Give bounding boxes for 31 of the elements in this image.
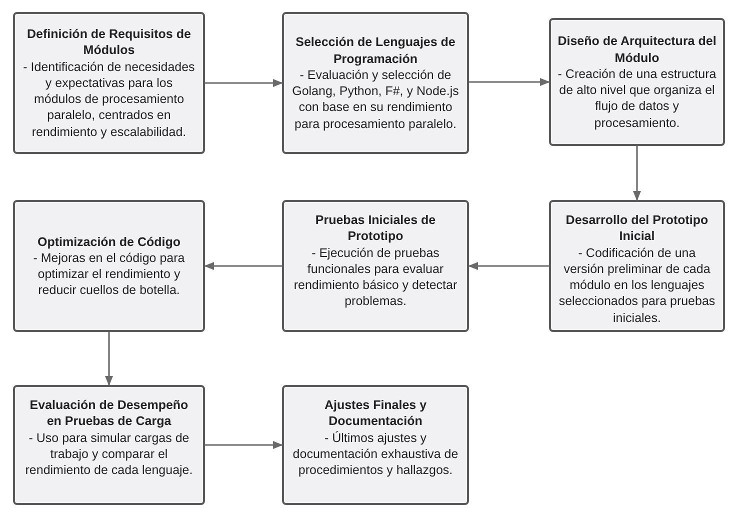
process-box <box>549 18 725 146</box>
process-box <box>282 12 469 154</box>
step-title: Pruebas Iniciales de Prototipo <box>314 212 437 244</box>
arrow <box>105 332 113 386</box>
step-description: - Identificación de necesidades y expectativas para los módulos de procesamiento paralelo, centrados en rendimiento y escalabilidad. <box>22 58 196 140</box>
step-description: - Últimos ajustes y documentación exhaustiva de procedimientos y hallazgos. <box>292 430 460 478</box>
arrow <box>204 262 282 270</box>
process-box <box>282 385 469 505</box>
step-title: Definición de Requisitos de Módulos <box>26 26 192 59</box>
process-box <box>13 12 205 154</box>
process-box <box>282 200 469 332</box>
arrow <box>469 78 550 86</box>
step-title: Selección de Lenguajes de Programación <box>294 34 456 67</box>
step-title: Ajustes Finales y Documentación <box>323 397 428 430</box>
process-box <box>549 200 725 332</box>
step-description: - Evaluación y selección de Golang, Python, F#, y Node.js con base en su rendimiento para procesamiento paralelo. <box>291 66 460 132</box>
step-description: - Mejoras en el código para optimizar el rendimiento y reducir cuellos de botella. <box>32 250 186 298</box>
arrow <box>205 79 283 87</box>
step-title: Desarrollo del Prototipo Inicial <box>564 212 710 244</box>
step-title: Optimización de Código <box>37 234 181 250</box>
process-box <box>13 385 205 505</box>
process-box <box>13 200 205 332</box>
step-description: - Creación de una estructura de alto nivel que organiza el flujo de datos y procesamiento. <box>557 66 717 131</box>
arrow <box>633 146 641 201</box>
step-title: Diseño de Arquitectura del Módulo <box>557 33 717 66</box>
step-description: - Uso para simular cargas de trabajo y comparar el rendimiento de cada lenguaje. <box>24 430 194 478</box>
step-description: - Ejecución de pruebas funcionales para evaluar rendimiento básico y detectar problemas. <box>292 244 458 310</box>
step-description: - Codificación de una versión preliminar de cada módulo en los lenguajes seleccionados para pruebas iniciales. <box>558 244 716 326</box>
step-title: Evaluación de Desempeño en Pruebas de Carga <box>28 397 190 430</box>
arrow <box>468 262 549 270</box>
arrow <box>205 441 283 449</box>
